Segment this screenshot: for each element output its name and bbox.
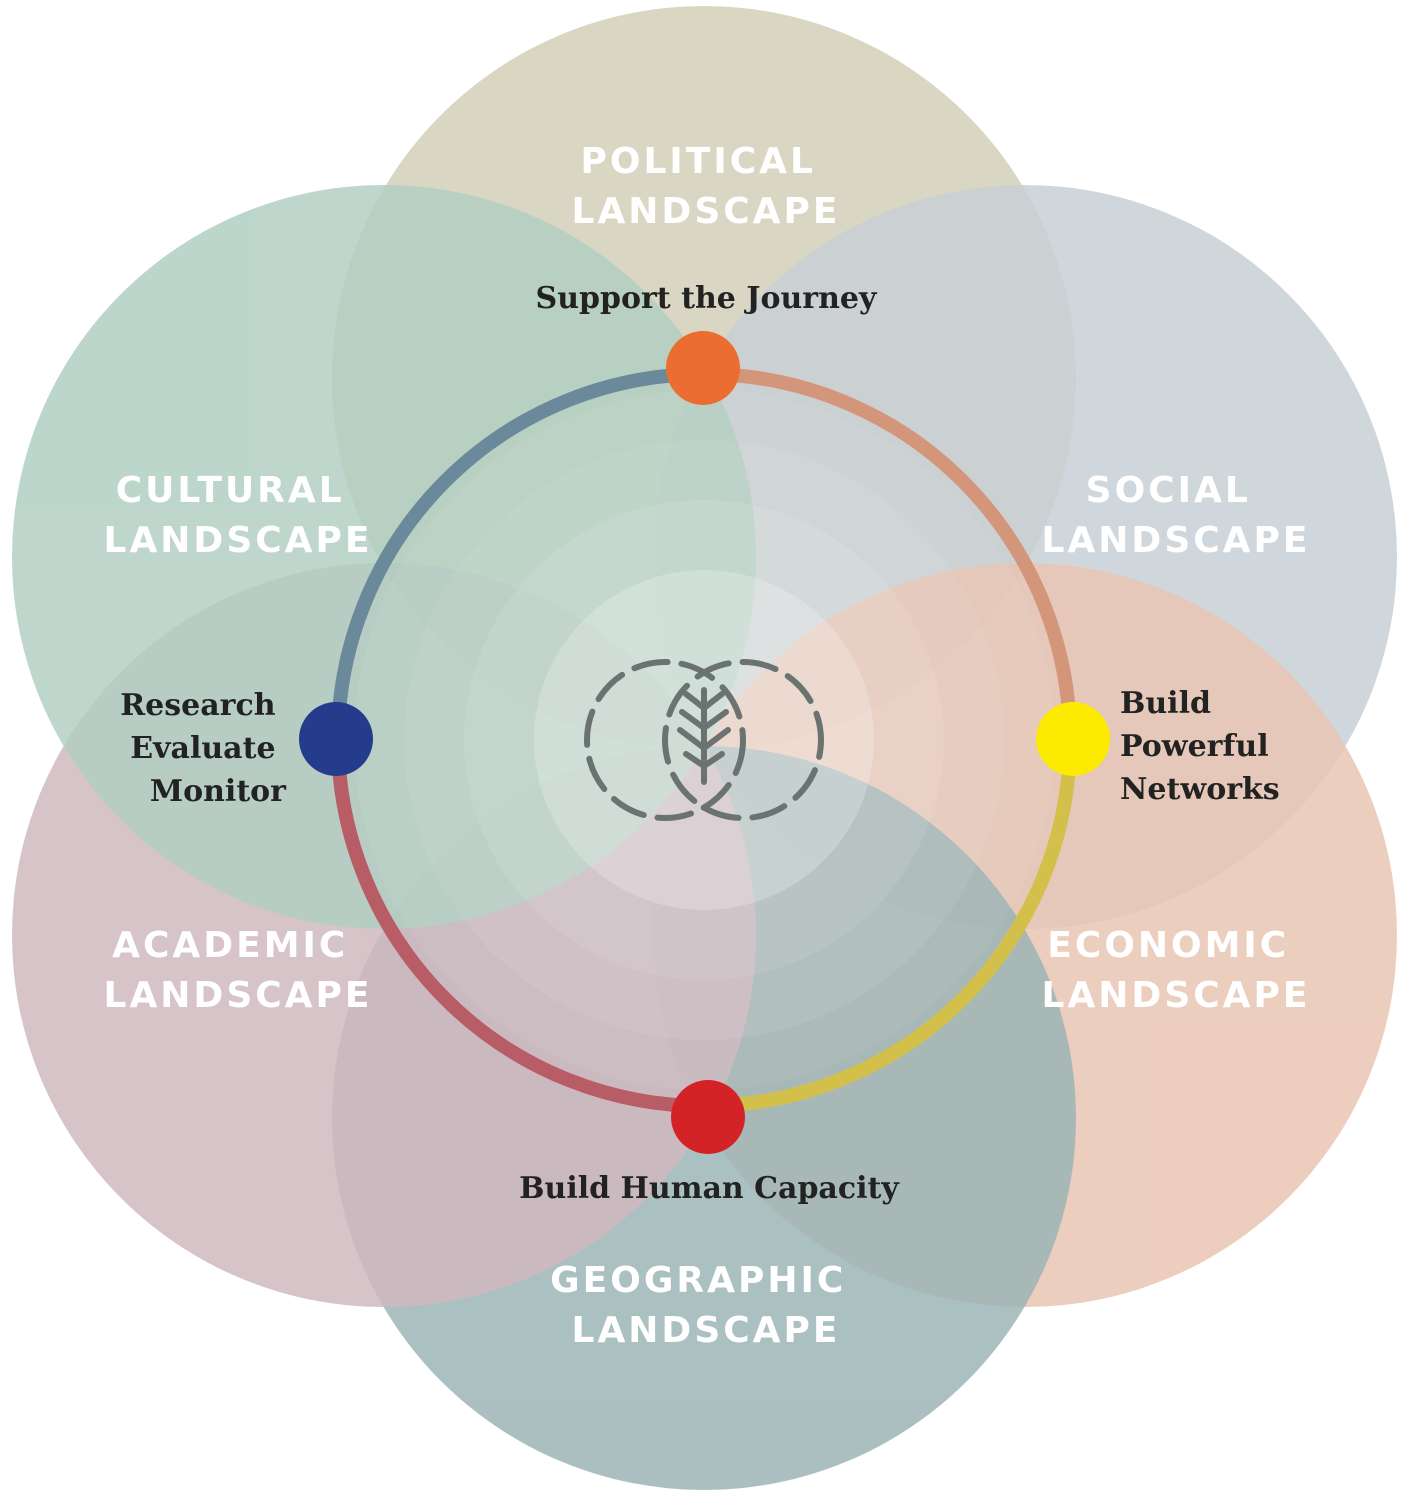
ring-arc-top-left — [331, 367, 705, 741]
build-capacity-label: Build Human Capacity — [519, 1171, 900, 1206]
ring-arc-bottom-left — [331, 739, 705, 1113]
build-networks-dot — [1036, 702, 1110, 776]
step-labels: Support the Journey Build Powerful Netwo… — [120, 281, 1279, 1206]
cultural-landscape-label: CULTURAL LANDSCAPE — [104, 470, 373, 561]
ring-arc-top-right — [703, 367, 1077, 741]
ring-arc-bottom-right — [703, 739, 1077, 1113]
geographic-landscape-label: GEOGRAPHIC LANDSCAPE — [550, 1260, 862, 1351]
build-capacity-dot — [671, 1080, 745, 1154]
leaf-in-overlapping-circles-icon — [584, 659, 824, 821]
research-evaluate-label: Research Evaluate Monitor — [120, 688, 287, 809]
support-journey-dot — [666, 331, 740, 405]
process-ring — [331, 367, 1077, 1113]
research-evaluate-dot — [299, 702, 373, 776]
build-networks-label: Build Powerful Networks — [1120, 686, 1280, 807]
political-landscape-label: POLITICAL LANDSCAPE — [572, 141, 841, 232]
support-journey-label: Support the Journey — [536, 281, 878, 316]
social-landscape-label: SOCIAL LANDSCAPE — [1042, 470, 1311, 561]
academic-landscape-label: ACADEMIC LANDSCAPE — [104, 925, 373, 1016]
economic-landscape-label: ECONOMIC LANDSCAPE — [1042, 925, 1311, 1016]
landscape-labels: POLITICAL LANDSCAPE SOCIAL LANDSCAPE ECO… — [104, 141, 1311, 1351]
